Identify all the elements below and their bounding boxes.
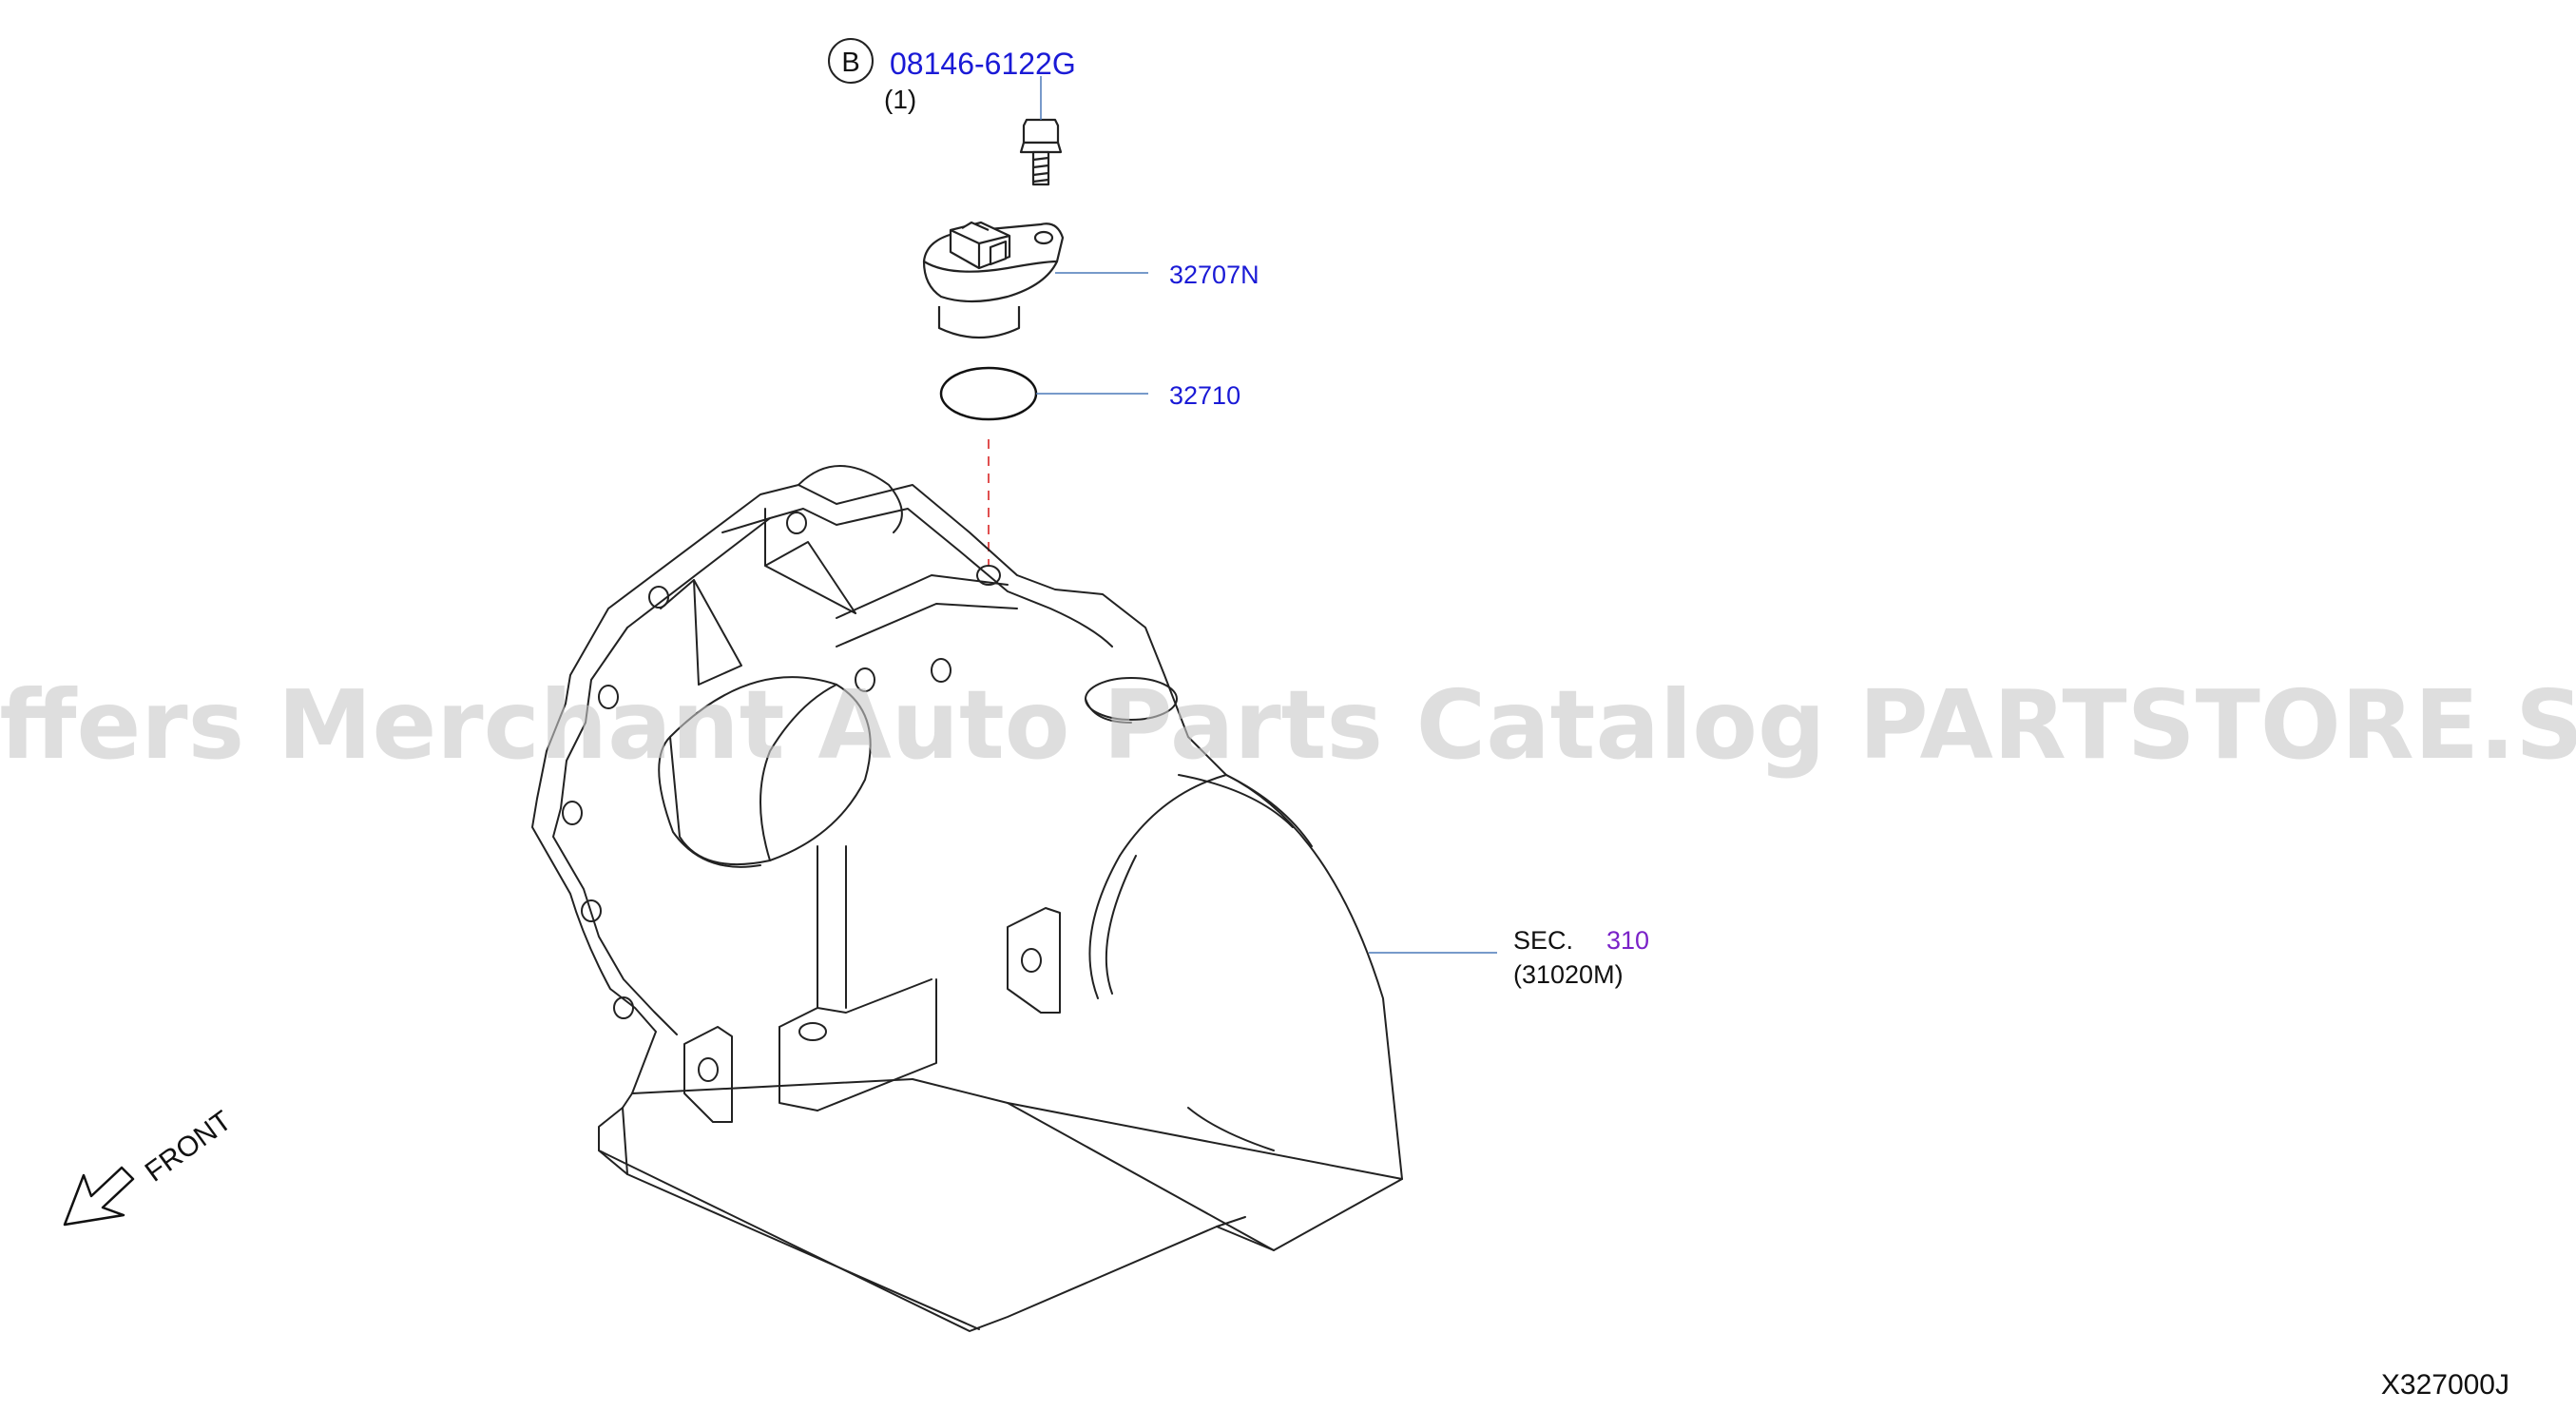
watermark-text: Offers Merchant Auto Parts Catalog PARTS… [0, 669, 2576, 781]
callout-bolt: B 08146-6122G (1) [828, 38, 1076, 114]
front-indicator: FRONT [63, 1105, 238, 1227]
bolt-quantity: (1) [884, 85, 916, 114]
o-ring-drawing [939, 366, 1038, 421]
section-sub-ref: (31020M) [1513, 960, 1624, 989]
sensor-drawing [922, 221, 1065, 339]
section-prefix: SEC. [1513, 926, 1573, 955]
part-link-bolt[interactable]: 08146-6122G [890, 47, 1076, 81]
front-label: FRONT [140, 1105, 238, 1188]
part-link-sensor[interactable]: 32707N [1169, 261, 1259, 289]
front-arrow-icon [63, 1166, 135, 1227]
callout-letter: B [841, 48, 859, 78]
diagram-code: X327000J [2381, 1369, 2509, 1401]
section-link-310[interactable]: 310 [1606, 926, 1649, 955]
transmission-housing-drawing [531, 465, 1403, 1332]
part-link-o-ring[interactable]: 32710 [1169, 381, 1240, 410]
callout-section: SEC. 310 (31020M) [1513, 926, 1649, 989]
leader-lines [1036, 76, 1497, 954]
callout-letter-circle [828, 38, 874, 84]
bolt-drawing [1019, 118, 1063, 186]
